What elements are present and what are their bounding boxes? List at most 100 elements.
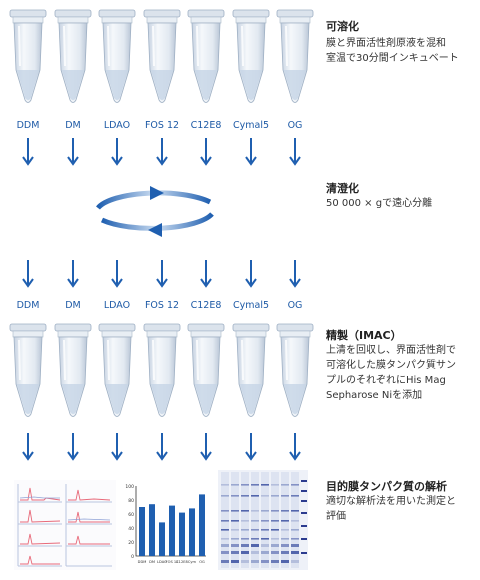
down-arrow-icon <box>244 433 258 465</box>
microtube-icon <box>276 323 314 417</box>
gel-band <box>281 538 289 540</box>
gel-band <box>261 560 269 563</box>
step4-title: 目的膜タンパク質の解析 <box>326 480 447 493</box>
gel-band <box>231 560 239 563</box>
down-arrow-icon <box>288 138 302 170</box>
down-arrow-icon <box>110 260 124 292</box>
gel-marker-band <box>301 552 307 554</box>
gel-band <box>261 484 269 486</box>
gel-marker-band <box>301 512 307 514</box>
label-og-2: OG <box>287 300 303 311</box>
step3-title: 精製（IMAC） <box>326 329 402 342</box>
gel-band <box>281 560 289 563</box>
step1-desc-line1: 膜と界面活性剤原液を混和 <box>326 38 446 49</box>
bar-cym <box>189 508 195 556</box>
down-arrow-icon <box>199 433 213 465</box>
label-ddm-1: DDM <box>16 120 40 131</box>
gel-band <box>221 529 229 531</box>
gel-band <box>281 529 289 531</box>
gel-band <box>271 529 279 531</box>
label-ddm-2: DDM <box>16 300 40 311</box>
bar-fos12 <box>169 505 175 556</box>
bar-dm <box>149 504 155 556</box>
microtube-icon <box>54 9 92 103</box>
down-arrow-icon <box>66 260 80 292</box>
gel-band <box>241 484 249 486</box>
gel-lane <box>241 472 249 568</box>
gel-band <box>231 495 239 497</box>
microtube <box>273 322 317 420</box>
microtube-icon <box>98 323 136 417</box>
label-dm-1: DM <box>65 120 81 131</box>
sds-page-gel-image <box>218 470 308 570</box>
down-arrow-icon <box>21 138 35 170</box>
gel-band <box>241 560 249 563</box>
gel-band <box>271 538 279 540</box>
label-dm-2: DM <box>65 300 81 311</box>
gel-band <box>241 495 249 497</box>
gel-band <box>281 510 289 512</box>
down-arrow-icon <box>155 138 169 170</box>
down-arrow-icon <box>288 433 302 465</box>
gel-band <box>221 510 229 512</box>
gel-band <box>251 529 259 531</box>
gel-band <box>281 495 289 497</box>
gel-band <box>271 484 279 486</box>
step2-title: 清澄化 <box>326 182 359 195</box>
step3-desc-line2: 可溶化した膜タンパク質サン <box>326 360 456 371</box>
label-og-1: OG <box>287 120 303 131</box>
microtube <box>95 322 139 420</box>
microtube <box>140 322 184 420</box>
bar-c12e8 <box>179 512 185 556</box>
bar-chart-ytick: 20 <box>128 540 134 546</box>
down-arrow-icon <box>66 138 80 170</box>
microtube-icon <box>9 9 47 103</box>
gel-band <box>221 538 229 540</box>
step1-desc-line2: 室温で30分間インキュベート <box>326 53 459 64</box>
gel-lane <box>291 472 299 568</box>
bar-chart-xtick: DDM <box>138 560 147 564</box>
gel-marker-band <box>301 490 307 492</box>
bar-chart-xtick: FOS 12 <box>166 560 179 564</box>
label-fos12-1: FOS 12 <box>144 120 180 131</box>
gel-band <box>241 538 249 540</box>
step4-desc-line1: 適切な解析法を用いた測定と <box>326 496 456 507</box>
label-cymal5-1: Cymal5 <box>232 120 269 131</box>
step1-title: 可溶化 <box>326 20 359 33</box>
down-arrow-icon <box>244 138 258 170</box>
step4-desc-line2: 評価 <box>326 511 346 522</box>
microtube-icon <box>232 323 270 417</box>
down-arrow-icon <box>110 433 124 465</box>
gel-band <box>241 520 249 522</box>
gel-band <box>291 551 299 554</box>
microtube-icon <box>143 323 181 417</box>
gel-band <box>291 544 299 547</box>
microtube <box>273 8 317 106</box>
microtube-icon <box>9 323 47 417</box>
microtube <box>140 8 184 106</box>
gel-band <box>251 510 259 512</box>
microtube <box>6 322 50 420</box>
microtube <box>229 8 273 106</box>
microtube-icon <box>98 9 136 103</box>
microtube-icon <box>187 323 225 417</box>
centrifuge-cycle-icon <box>96 186 214 237</box>
gel-band <box>261 495 269 497</box>
gel-band <box>231 520 239 522</box>
gel-band <box>241 544 249 547</box>
microtube <box>184 8 228 106</box>
microtube <box>229 322 273 420</box>
down-arrow-icon <box>110 138 124 170</box>
gel-band <box>241 551 249 554</box>
gel-band <box>291 484 299 486</box>
gel-band <box>271 560 279 563</box>
gel-band <box>251 484 259 486</box>
gel-band <box>221 551 229 554</box>
microtube <box>184 322 228 420</box>
bar-chart-ytick: 80 <box>128 498 134 504</box>
gel-band <box>271 510 279 512</box>
bar-chart-ytick: 0 <box>131 554 134 560</box>
gel-band <box>261 510 269 512</box>
gel-band <box>271 544 279 547</box>
gel-band <box>251 520 259 522</box>
